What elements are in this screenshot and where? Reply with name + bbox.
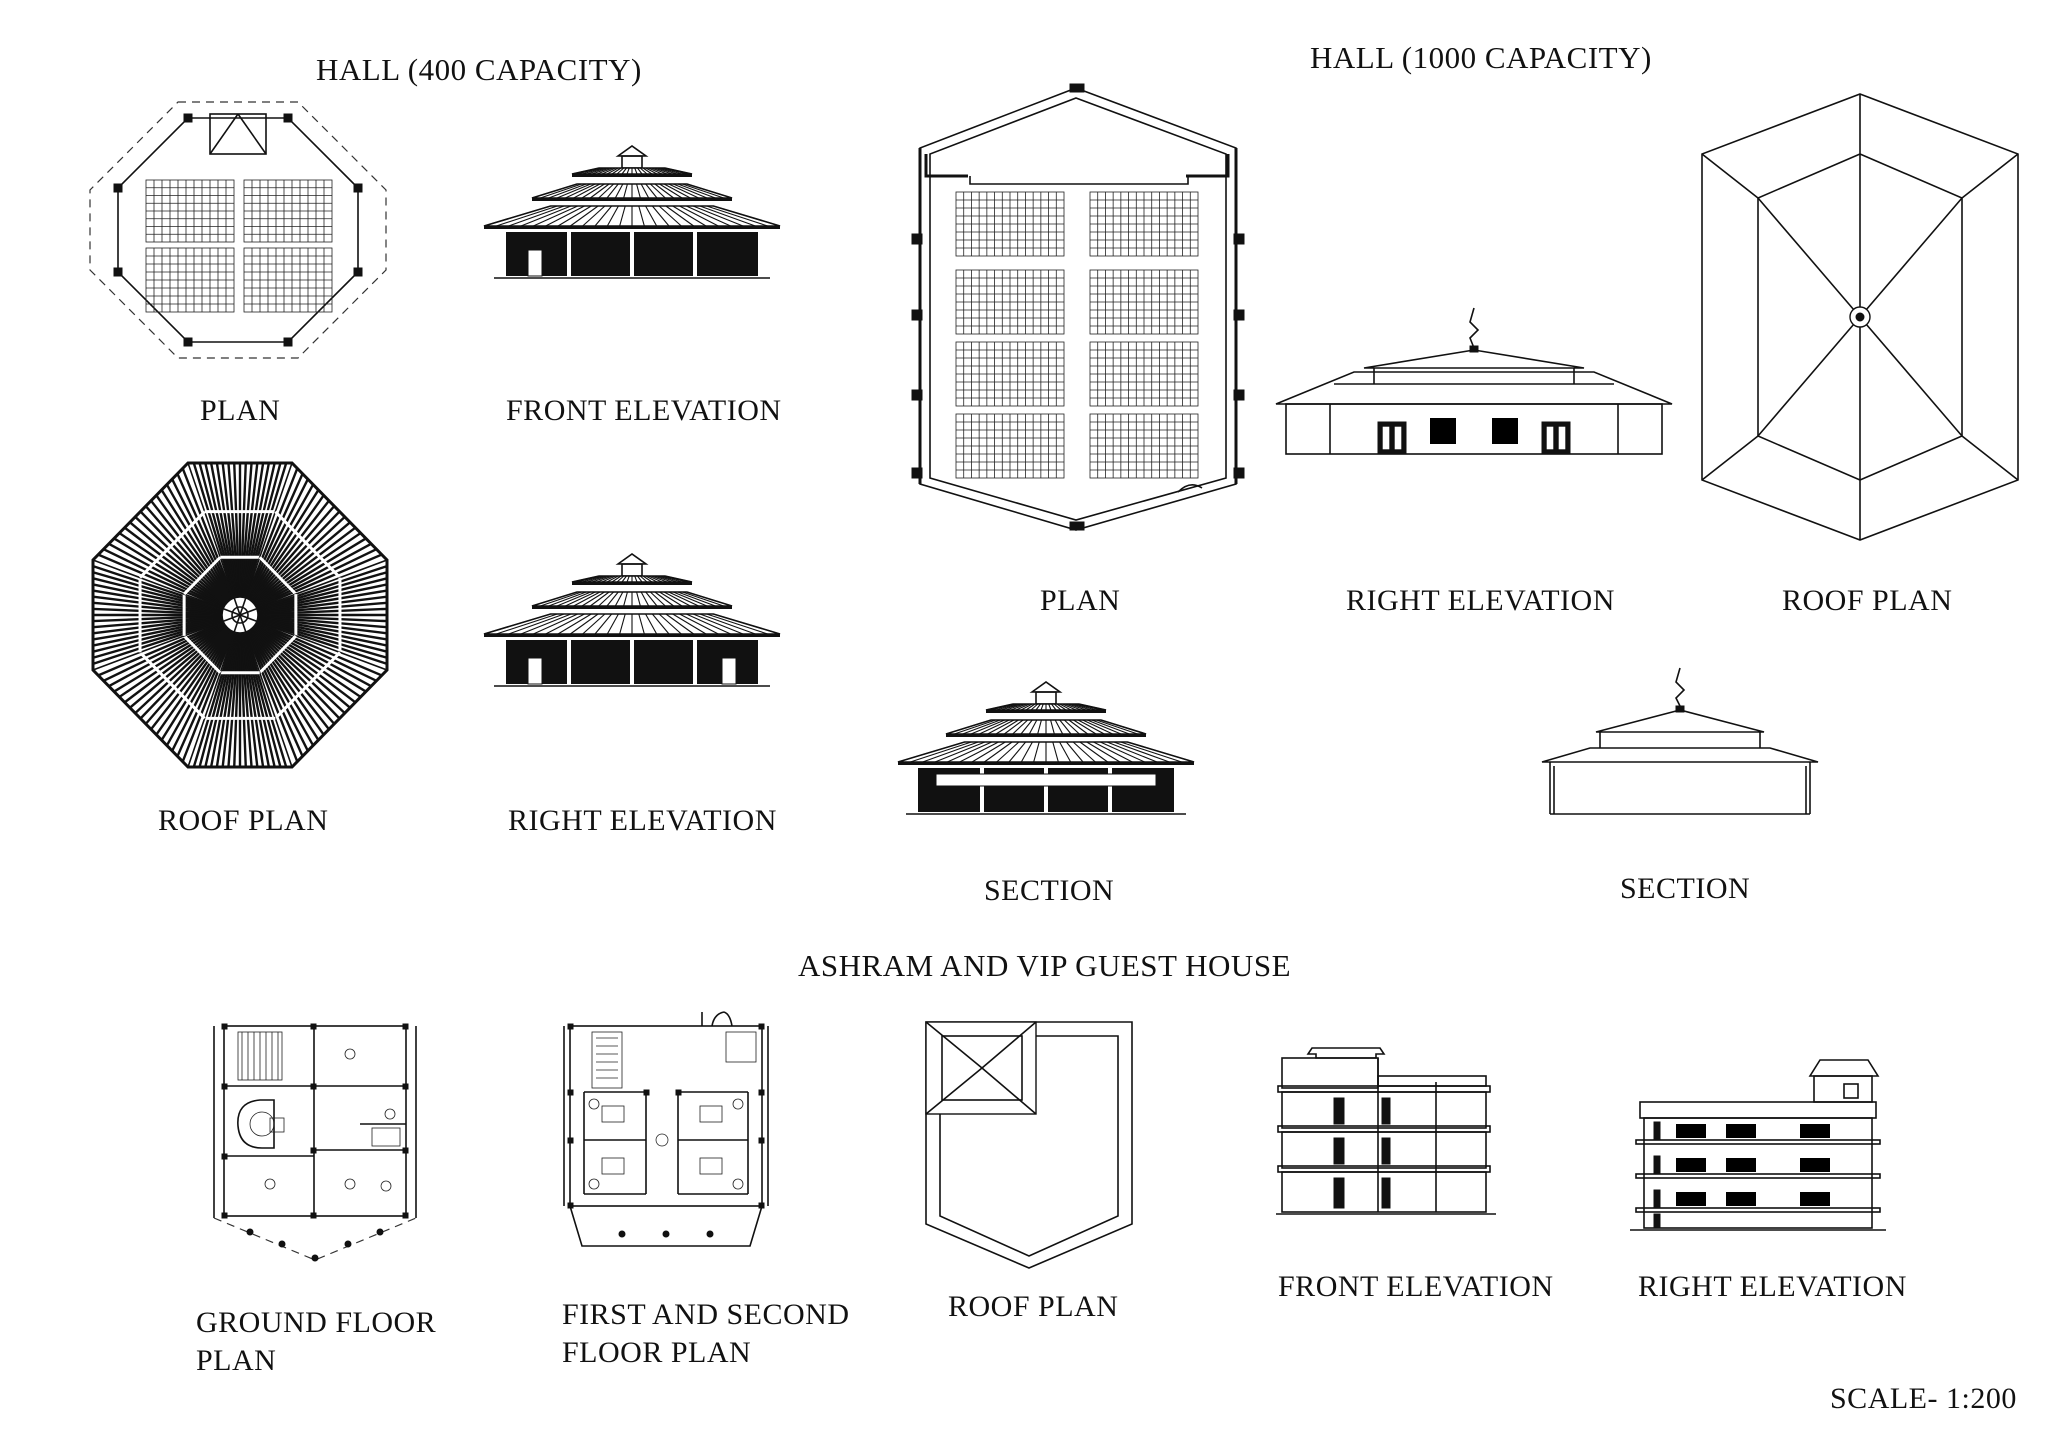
hall1000-plan-label: PLAN — [1040, 584, 1121, 617]
hall400-roof-plan-drawing — [91, 461, 389, 769]
ashram-front-elevation-label: FRONT ELEVATION — [1278, 1270, 1554, 1303]
ashram-ground-floor-plan-drawing — [213, 1023, 417, 1262]
hall1000-roof-plan-drawing — [1701, 93, 2019, 541]
first-second-floor-plan-label-line2: FLOOR PLAN — [562, 1336, 752, 1369]
hall400-roof-plan-label: ROOF PLAN — [158, 804, 329, 837]
hall400-plan-label: PLAN — [200, 394, 281, 427]
hall1000-roof-plan-label: ROOF PLAN — [1782, 584, 1953, 617]
hall400-right-elevation-drawing — [483, 553, 781, 687]
hall400-title: HALL (400 CAPACITY) — [316, 52, 642, 87]
scale-note: SCALE- 1:200 — [1830, 1382, 2017, 1415]
hall400-front-elevation-drawing — [483, 145, 781, 279]
hall400-front-elevation-label: FRONT ELEVATION — [506, 394, 782, 427]
ashram-roof-plan-drawing — [925, 1021, 1133, 1269]
first-second-floor-plan-label-line1: FIRST AND SECOND — [562, 1298, 850, 1331]
hall1000-right-elevation-label: RIGHT ELEVATION — [1346, 584, 1615, 617]
hall1000-section-drawing — [1541, 667, 1819, 815]
hall400-section-drawing — [897, 681, 1195, 815]
hall1000-plan-drawing — [911, 83, 1245, 531]
hall1000-right-elevation-drawing — [1275, 307, 1673, 455]
ashram-first-second-floor-plan-drawing — [563, 1011, 769, 1247]
hall1000-title: HALL (1000 CAPACITY) — [1310, 40, 1652, 75]
hall400-right-elevation-label: RIGHT ELEVATION — [508, 804, 777, 837]
hall400-plan-drawing — [89, 101, 387, 359]
ashram-right-elevation-drawing — [1630, 1059, 1886, 1231]
ground-floor-plan-label-line2: PLAN — [196, 1344, 277, 1377]
hall400-section-label: SECTION — [984, 874, 1115, 907]
ashram-front-elevation-drawing — [1276, 1047, 1496, 1215]
ashram-right-elevation-label: RIGHT ELEVATION — [1638, 1270, 1907, 1303]
ground-floor-plan-label-line1: GROUND FLOOR — [196, 1306, 437, 1339]
ashram-title: ASHRAM AND VIP GUEST HOUSE — [798, 948, 1292, 983]
hall1000-section-label: SECTION — [1620, 872, 1751, 905]
ashram-roof-plan-label: ROOF PLAN — [948, 1290, 1119, 1323]
